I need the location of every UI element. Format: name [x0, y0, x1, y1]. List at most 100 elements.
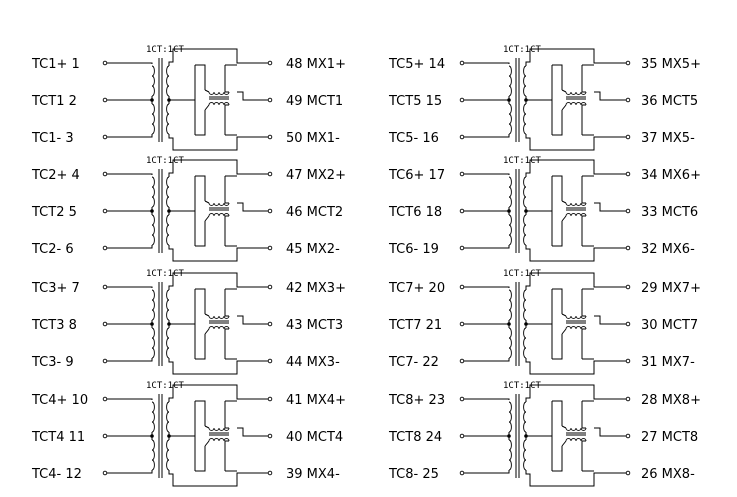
choke-winding — [208, 326, 230, 330]
wire — [237, 91, 268, 101]
wire — [464, 286, 510, 288]
choke-winding — [208, 102, 230, 106]
pin-terminal — [267, 60, 273, 66]
wire — [552, 221, 563, 247]
wire — [561, 89, 567, 93]
left-pin-label: TC3- 9 — [31, 355, 74, 370]
pin-terminal — [459, 208, 465, 214]
wire — [204, 200, 210, 204]
wire — [552, 446, 563, 472]
right-pin-label: 32 MX6- — [641, 242, 695, 257]
pin-terminal — [625, 358, 631, 364]
coil-winding — [508, 176, 512, 208]
wire — [552, 110, 563, 136]
pin-terminal — [267, 134, 273, 140]
transformer-ratio-label: 1CT:1CT — [146, 156, 185, 166]
right-pin-label: 30 MCT7 — [641, 318, 698, 333]
junction-dot — [150, 209, 154, 213]
right-pin-label: 46 MCT2 — [286, 205, 343, 220]
wire — [464, 245, 510, 249]
left-pin-label: TC8+ 23 — [388, 393, 445, 408]
wire — [204, 104, 210, 111]
left-pin-label: TCT1 2 — [31, 94, 77, 109]
coil-winding — [523, 289, 527, 321]
left-pin-label: TCT7 21 — [388, 318, 442, 333]
wire — [237, 315, 268, 325]
pin-terminal — [267, 433, 273, 439]
pin-terminal — [267, 284, 273, 290]
left-pin-label: TCT8 24 — [388, 430, 442, 445]
junction-dot — [150, 434, 154, 438]
pin-terminal — [459, 171, 465, 177]
transformer-ratio-label: 1CT:1CT — [146, 45, 185, 55]
wire — [107, 173, 153, 175]
coil-winding — [508, 103, 512, 135]
left-pin-label: TC6- 19 — [388, 242, 439, 257]
pin-terminal — [459, 97, 465, 103]
left-pin-label: TC7- 22 — [388, 355, 439, 370]
wire — [581, 176, 586, 204]
junction-dot — [150, 98, 154, 102]
pin-terminal — [459, 396, 465, 402]
junction-dot — [507, 98, 511, 102]
pin-terminal — [102, 208, 108, 214]
wire — [526, 65, 553, 101]
wire — [168, 159, 268, 177]
left-pin-label: TC1+ 1 — [31, 57, 80, 72]
wire — [107, 134, 153, 138]
left-pin-label: TC1- 3 — [31, 131, 74, 146]
choke-winding — [565, 326, 587, 330]
pin-terminal — [102, 245, 108, 251]
transformer-ratio-label: 1CT:1CT — [503, 45, 542, 55]
transformer-ratio-label: 1CT:1CT — [503, 381, 542, 391]
wire — [525, 358, 626, 375]
right-pin-label: 26 MX8- — [641, 467, 695, 482]
pin-terminal — [625, 245, 631, 251]
wire — [204, 89, 210, 93]
pin-terminal — [625, 396, 631, 402]
wire — [525, 245, 626, 262]
pin-terminal — [267, 358, 273, 364]
wire — [224, 215, 229, 246]
right-pin-label: 45 MX2- — [286, 242, 340, 257]
wire — [195, 334, 206, 360]
wire — [237, 427, 268, 437]
wire — [561, 440, 567, 447]
pin-terminal — [459, 358, 465, 364]
coil-winding — [166, 401, 170, 433]
coil-winding — [166, 439, 170, 471]
pin-terminal — [267, 470, 273, 476]
wire — [581, 289, 586, 317]
wire — [195, 446, 206, 472]
right-pin-label: 37 MX5- — [641, 131, 695, 146]
wire — [169, 401, 196, 437]
pin-terminal — [102, 284, 108, 290]
choke-winding — [565, 102, 587, 106]
wire — [204, 425, 210, 429]
pin-terminal — [267, 396, 273, 402]
left-pin-label: TC2- 6 — [31, 242, 74, 257]
wire — [581, 215, 586, 246]
left-pin-label: TC5- 16 — [388, 131, 439, 146]
pin-terminal — [102, 470, 108, 476]
coil-winding — [166, 214, 170, 246]
right-pin-label: 49 MCT1 — [286, 94, 343, 109]
left-pin-label: TC5+ 14 — [388, 57, 445, 72]
coil-winding — [523, 439, 527, 471]
wire — [204, 215, 210, 222]
junction-dot — [507, 322, 511, 326]
left-pin-label: TC3+ 7 — [31, 281, 80, 296]
wire — [224, 328, 229, 359]
wire — [107, 62, 153, 64]
wire — [525, 159, 626, 177]
pin-terminal — [102, 433, 108, 439]
right-pin-label: 27 MCT8 — [641, 430, 698, 445]
wire — [581, 401, 586, 429]
wire — [525, 384, 626, 402]
transformer-ratio-label: 1CT:1CT — [503, 269, 542, 279]
